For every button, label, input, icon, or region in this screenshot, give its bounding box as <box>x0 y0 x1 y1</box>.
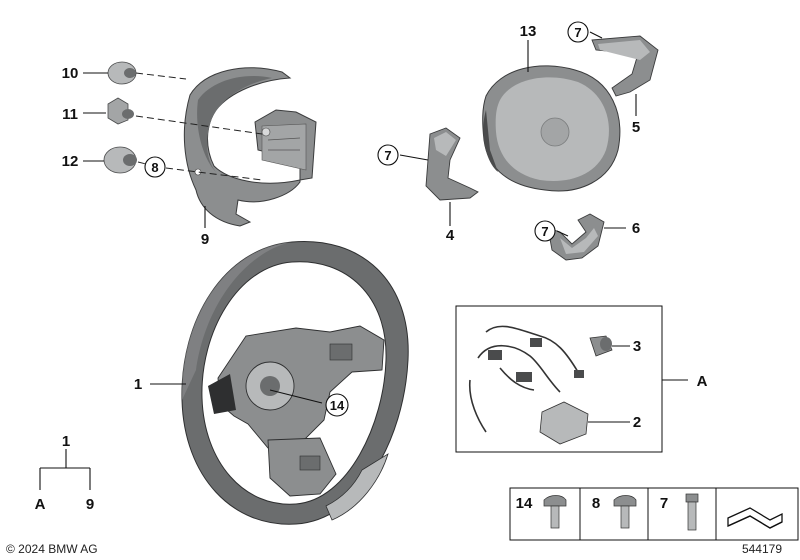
callout-circle-7b <box>377 144 399 166</box>
label-14: 14 <box>330 398 345 413</box>
screw-7-icon <box>685 493 699 531</box>
tree-root: 1 <box>62 433 70 450</box>
airbag-module <box>482 65 621 192</box>
wiring-harness-box <box>455 305 663 453</box>
label-A: A <box>697 373 708 390</box>
trim-cover-5 <box>591 35 659 97</box>
trim-cover-4 <box>425 127 479 201</box>
label-3: 3 <box>633 338 641 355</box>
callout-circle-7c <box>534 220 556 242</box>
label-5: 5 <box>632 119 640 136</box>
legend-label-7: 7 <box>660 495 668 512</box>
label-1: 1 <box>134 376 142 393</box>
step-symbol-icon <box>727 507 783 529</box>
label-7a: 7 <box>574 25 581 40</box>
callout-circle-7a <box>567 21 589 43</box>
label-7c: 7 <box>541 224 548 239</box>
label-9: 9 <box>201 231 209 248</box>
diagram-id: 544179 <box>742 542 782 556</box>
fastener-12 <box>103 146 137 174</box>
legend-label-14: 14 <box>516 495 533 512</box>
legend-label-8: 8 <box>592 495 600 512</box>
label-8: 8 <box>151 160 158 175</box>
tree-right: 9 <box>86 496 94 513</box>
label-2: 2 <box>633 414 641 431</box>
label-4: 4 <box>446 227 455 244</box>
trim-cover-6 <box>547 213 605 261</box>
label-6: 6 <box>632 220 640 237</box>
fastener-11 <box>107 97 134 125</box>
screw-14-icon <box>543 495 567 529</box>
label-10: 10 <box>62 65 79 82</box>
label-11: 11 <box>62 106 78 123</box>
fastener-10 <box>107 61 137 85</box>
label-7b: 7 <box>384 148 391 163</box>
steering-wheel <box>181 240 409 525</box>
callout-circle-14 <box>325 393 349 417</box>
fastener-legend <box>509 487 799 541</box>
label-12: 12 <box>62 153 79 170</box>
callout-circle-8 <box>144 156 166 178</box>
copyright-text: © 2024 BMW AG <box>6 542 98 556</box>
steering-column-trim <box>183 67 317 227</box>
screw-8-icon <box>613 495 637 529</box>
tree-left: A <box>35 496 46 513</box>
label-13: 13 <box>520 23 537 40</box>
